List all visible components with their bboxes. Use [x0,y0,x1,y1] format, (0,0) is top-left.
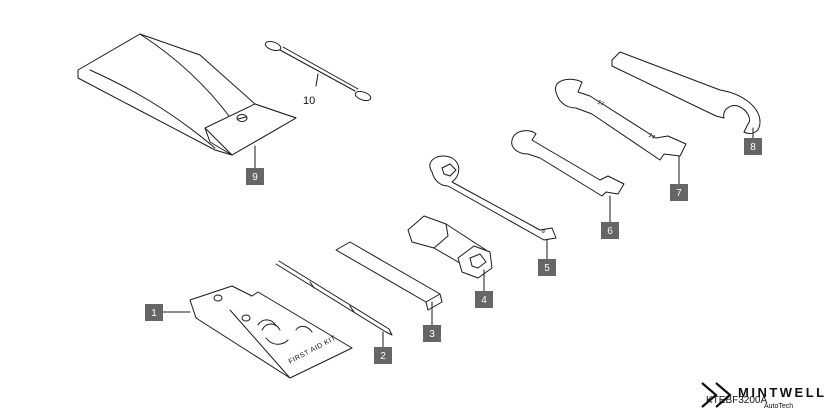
leader-lines [162,127,754,348]
brand-logo-icon [701,382,732,408]
callout-8-label: 8 [750,142,756,153]
brand-subtitle: AutoTech [764,403,793,410]
brand-watermark: MINTWELL AutoTech [701,382,827,410]
callout-1: 1 [145,304,163,321]
callout-4: 4 [475,291,493,308]
callout-9: 9 [246,168,264,185]
plug-wrench-drawing [407,215,493,279]
callout-6: 6 [601,222,619,239]
screwdriver-drawing [275,260,393,336]
callout-8: 8 [744,138,762,155]
callout-5-label: 5 [544,263,550,274]
callout-7: 7 [670,184,688,201]
pin-spanner-drawing [611,51,761,135]
wrench-5-drawing [429,155,557,241]
callout-2: 2 [374,347,392,364]
brand-name: MINTWELL [738,385,827,400]
callout-3-label: 3 [429,329,435,340]
callout-3: 3 [423,325,441,342]
wrench-7-size-b: 14 [647,133,656,142]
callout-4-label: 4 [481,295,487,306]
first-aid-kit-drawing [189,285,353,379]
callout-1-label: 1 [151,308,157,319]
wrench-5-size: 8 [540,229,546,236]
callout-2-label: 2 [380,351,386,362]
wrench-7-size-a: 17 [596,100,605,109]
helmet-cable-drawing [264,40,372,102]
tool-bag-drawing [77,33,297,156]
callout-6-label: 6 [607,226,613,237]
reference-code: KTEBF3200A [706,395,767,406]
handle-drawing [335,241,443,311]
callout-9-label: 9 [252,172,258,183]
wrench-6-drawing [511,130,625,197]
wrench-7-drawing [554,78,687,161]
callout-7-label: 7 [676,188,682,199]
callout-5: 5 [538,259,556,276]
callout-10-label: 10 [303,95,315,107]
